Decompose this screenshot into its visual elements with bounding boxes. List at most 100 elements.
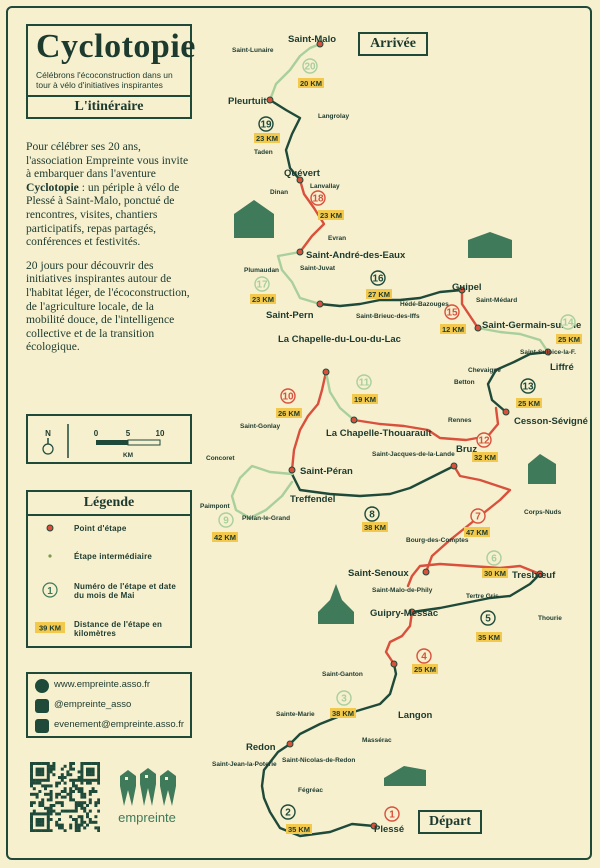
qr-module xyxy=(69,764,73,768)
stage-distance-label: 32 KM xyxy=(474,453,496,462)
qr-module xyxy=(63,790,67,793)
qr-module xyxy=(30,829,33,832)
town-liffre: Liffré xyxy=(550,362,574,373)
qr-module xyxy=(80,773,84,777)
qr-module xyxy=(94,804,98,807)
qr-module xyxy=(46,823,50,827)
qr-module xyxy=(35,781,39,785)
route-stage-1 xyxy=(260,742,376,838)
town-treffendel: Treffendel xyxy=(290,494,335,505)
qr-module xyxy=(60,778,64,782)
qr-module xyxy=(46,776,50,779)
town-cesson: Cesson-Sévigné xyxy=(514,416,588,427)
svg-text:1: 1 xyxy=(47,586,53,597)
qr-module xyxy=(30,792,33,796)
svg-text:Saint-Nicolas-de-Redon: Saint-Nicolas-de-Redon xyxy=(282,757,355,764)
instagram-link[interactable]: @empreinte_asso xyxy=(54,699,132,710)
page-title: Cyclotopie xyxy=(36,28,196,65)
stage-number-marker xyxy=(336,690,352,706)
qr-module xyxy=(77,829,81,832)
qr-module xyxy=(80,806,84,810)
qr-module xyxy=(52,773,56,777)
qr-module xyxy=(69,795,73,799)
stage-points xyxy=(266,40,552,830)
qr-module xyxy=(35,767,39,771)
qr-module xyxy=(63,781,67,785)
qr-module xyxy=(97,767,100,771)
stage-number-marker xyxy=(520,378,536,394)
qr-module xyxy=(60,776,64,779)
route-stage-14 xyxy=(460,288,480,330)
qr-module xyxy=(86,773,89,777)
qr-module xyxy=(83,809,87,813)
qr-module xyxy=(72,818,75,821)
stage-distance-badge xyxy=(516,398,542,408)
qr-code[interactable] xyxy=(30,762,100,832)
route-stage-18 xyxy=(268,98,302,182)
qr-module xyxy=(46,812,50,816)
qr-module xyxy=(83,826,87,830)
qr-module xyxy=(38,823,42,827)
qr-module xyxy=(32,778,36,782)
route-stage-16 xyxy=(276,250,322,306)
qr-module xyxy=(35,795,39,799)
scale-tick-10: 10 xyxy=(156,429,165,438)
qr-module xyxy=(41,801,45,805)
svg-text:Corps-Nuds: Corps-Nuds xyxy=(524,509,562,516)
qr-module xyxy=(55,823,59,827)
qr-module xyxy=(41,818,45,821)
town-guipel: Guipel xyxy=(452,282,482,293)
house-icon xyxy=(528,454,556,484)
qr-module xyxy=(88,792,92,796)
svg-text:Paimpont: Paimpont xyxy=(200,503,230,510)
stage-distance-badge xyxy=(482,568,508,578)
qr-module xyxy=(97,826,100,830)
email-link[interactable]: evenement@empreinte.asso.fr xyxy=(54,719,185,730)
route-stage-4 xyxy=(410,572,542,614)
qr-module xyxy=(49,784,53,788)
stage-number-marker xyxy=(470,508,486,524)
qr-module xyxy=(30,781,33,785)
stage-number-label: 7 xyxy=(475,512,481,523)
qr-module xyxy=(88,770,92,774)
qr-module xyxy=(30,818,33,821)
qr-module xyxy=(41,820,45,824)
qr-module xyxy=(38,778,42,782)
svg-text:Lanvallay: Lanvallay xyxy=(310,183,340,190)
svg-text:Saint-Jacques-de-la-Lande: Saint-Jacques-de-la-Lande xyxy=(372,451,455,458)
qr-module xyxy=(74,801,78,805)
qr-module xyxy=(80,787,84,791)
legend-stage-point: Point d'étape xyxy=(74,524,127,533)
qr-module xyxy=(88,778,92,782)
stage-distance-label: 47 KM xyxy=(466,528,488,537)
scale-unit: KM xyxy=(123,452,133,459)
qr-module xyxy=(41,773,45,777)
stage-number-icon xyxy=(42,582,58,598)
qr-module xyxy=(30,767,33,771)
stage-number-label: 12 xyxy=(478,436,490,447)
route-stage-8 xyxy=(230,464,294,520)
stage-number-label: 18 xyxy=(312,194,324,205)
qr-module xyxy=(49,790,53,793)
svg-text:Hédé-Bazouges: Hédé-Bazouges xyxy=(400,301,449,308)
stage-number-label: 19 xyxy=(260,120,272,131)
qr-module xyxy=(60,823,64,827)
town-saint-andre: Saint-André-des-Eaux xyxy=(306,250,406,261)
qr-module xyxy=(88,820,92,824)
scale-graphic: N 0 5 10 KM xyxy=(42,424,165,459)
qr-module xyxy=(35,770,39,774)
qr-module xyxy=(83,792,87,796)
qr-module xyxy=(46,767,50,771)
qr-module xyxy=(80,795,84,799)
stage-distance-label: 25 KM xyxy=(414,665,436,674)
svg-text:Saint-Jean-la-Poterie: Saint-Jean-la-Poterie xyxy=(212,761,277,768)
qr-module xyxy=(83,778,87,782)
qr-module xyxy=(44,792,47,796)
svg-text:Saint-Ganton: Saint-Ganton xyxy=(322,671,363,678)
stage-number-label: 20 xyxy=(304,62,316,73)
qr-module xyxy=(97,764,100,768)
website-link[interactable]: www.empreinte.asso.fr xyxy=(54,679,151,690)
qr-module xyxy=(83,801,87,805)
qr-module xyxy=(94,801,98,805)
qr-module xyxy=(49,795,53,799)
